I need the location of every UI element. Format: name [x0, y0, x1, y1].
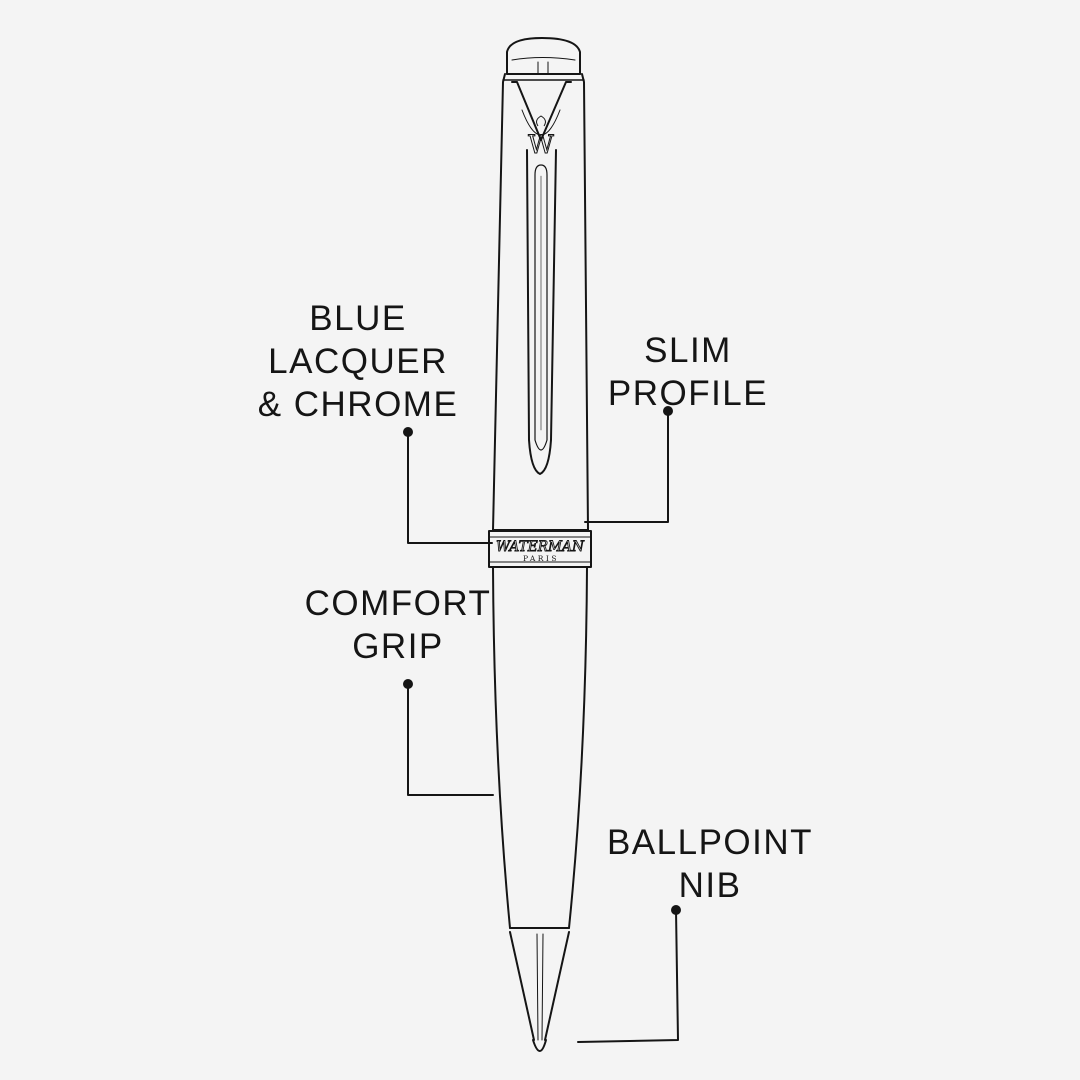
monogram-loop: [536, 115, 546, 127]
dot-slim: [663, 406, 673, 416]
leader-nib: [577, 909, 679, 1043]
callout-ballpoint-nib: BALLPOINT NIB: [590, 821, 830, 907]
barrel: [492, 566, 588, 929]
brand-sub: PARIS: [523, 554, 559, 563]
dot-nib: [671, 905, 681, 915]
cap-monogram: W: [528, 130, 554, 159]
leader-comfort: [407, 683, 494, 796]
leader-blue: [407, 431, 493, 544]
cap-finial: [502, 37, 585, 81]
callout-line: BLUE: [309, 299, 407, 338]
dot-comfort: [403, 679, 413, 689]
center-band: [488, 530, 592, 568]
callout-line: PROFILE: [607, 374, 769, 413]
callout-line: BALLPOINT: [606, 823, 814, 862]
ballpoint-nib-cone: [509, 927, 570, 1052]
callout-line: NIB: [678, 866, 742, 905]
pen-clip: [511, 81, 572, 475]
brand-mark: WATERMAN: [496, 539, 585, 555]
callout-comfort-grip: COMFORT GRIP: [288, 582, 508, 668]
callout-leaders: [407, 410, 679, 1043]
leader-slim: [584, 410, 669, 523]
callout-blue-lacquer-chrome: BLUE LACQUER & CHROME: [238, 297, 478, 426]
callout-line: & CHROME: [257, 385, 459, 424]
callout-line: LACQUER: [268, 342, 448, 381]
callout-line: SLIM: [644, 331, 732, 370]
callout-slim-profile: SLIM PROFILE: [588, 329, 788, 415]
callout-line: COMFORT: [304, 584, 492, 623]
callout-line: GRIP: [352, 627, 444, 666]
dot-blue: [403, 427, 413, 437]
